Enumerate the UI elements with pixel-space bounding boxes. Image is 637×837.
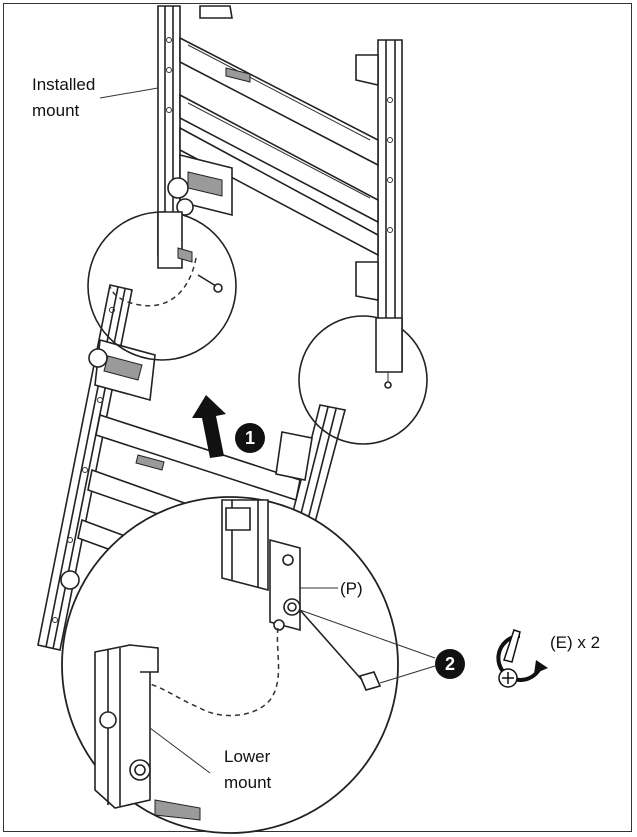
lower-mount-label-line2: mount xyxy=(224,773,272,792)
detail-circle-right xyxy=(298,315,428,445)
detail-circle-left xyxy=(87,211,237,361)
installed-mount-leader xyxy=(99,87,159,99)
arrow-up-icon xyxy=(192,395,226,458)
lower-mount-label-line1: Lower xyxy=(224,747,271,766)
step-1-number: 1 xyxy=(245,428,255,448)
screwdriver-rotate-icon xyxy=(496,629,548,688)
screw-e-label: (E) x 2 xyxy=(550,633,600,652)
part-p-label: (P) xyxy=(340,579,363,598)
installed-mount-label-line1: Installed xyxy=(32,75,95,94)
installed-mount-label-line2: mount xyxy=(32,101,80,120)
step-2-marker: 2 xyxy=(435,649,465,679)
magnified-detail-circle xyxy=(61,496,436,834)
step-2-number: 2 xyxy=(445,654,455,674)
step-1-marker: 1 xyxy=(235,423,265,453)
